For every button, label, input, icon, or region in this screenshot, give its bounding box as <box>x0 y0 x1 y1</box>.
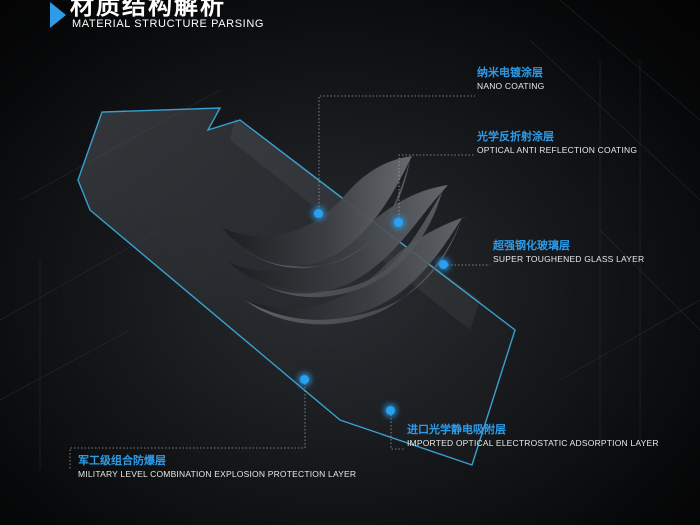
callout-en: NANO COATING <box>477 81 545 91</box>
sheet-1 <box>222 156 412 269</box>
callout-electrostatic: 进口光学静电吸附层 IMPORTED OPTICAL ELECTROSTATIC… <box>407 423 659 449</box>
callout-cn: 纳米电镀涂层 <box>477 66 543 79</box>
callout-cn: 光学反折射涂层 <box>477 130 554 143</box>
play-triangle-icon <box>50 2 66 28</box>
page-title: 材质结构解析 <box>70 0 226 20</box>
sheet-3 <box>245 215 470 325</box>
page-subtitle: MATERIAL STRUCTURE PARSING <box>72 18 265 30</box>
callout-cn: 军工级组合防爆层 <box>78 454 166 467</box>
callout-explosion-protection: 军工级组合防爆层 MILITARY LEVEL COMBINATION EXPL… <box>78 454 356 480</box>
callout-en: IMPORTED OPTICAL ELECTROSTATIC ADSORPTIO… <box>407 438 659 448</box>
callout-dot-adsorption <box>386 406 395 415</box>
callout-en: OPTICAL ANTI REFLECTION COATING <box>477 145 638 155</box>
callout-dot-nano <box>314 209 323 218</box>
callout-cn: 进口光学静电吸附层 <box>407 423 506 436</box>
callout-toughened-glass: 超强钢化玻璃层 SUPER TOUGHENED GLASS LAYER <box>493 239 644 265</box>
callout-en: SUPER TOUGHENED GLASS LAYER <box>493 254 645 264</box>
callout-dot-military <box>300 375 309 384</box>
sheet-2 <box>228 185 448 298</box>
leader-lines <box>69 95 490 470</box>
callout-en: MILITARY LEVEL COMBINATION EXPLOSION PRO… <box>78 469 357 479</box>
background-lines <box>0 0 700 470</box>
callout-cn: 超强钢化玻璃层 <box>493 239 570 252</box>
callout-nano-coating: 纳米电镀涂层 NANO COATING <box>477 66 544 92</box>
callout-anti-reflection: 光学反折射涂层 OPTICAL ANTI REFLECTION COATING <box>477 130 637 156</box>
callout-dot-optical <box>394 218 403 227</box>
callout-dot-glass <box>439 260 448 269</box>
